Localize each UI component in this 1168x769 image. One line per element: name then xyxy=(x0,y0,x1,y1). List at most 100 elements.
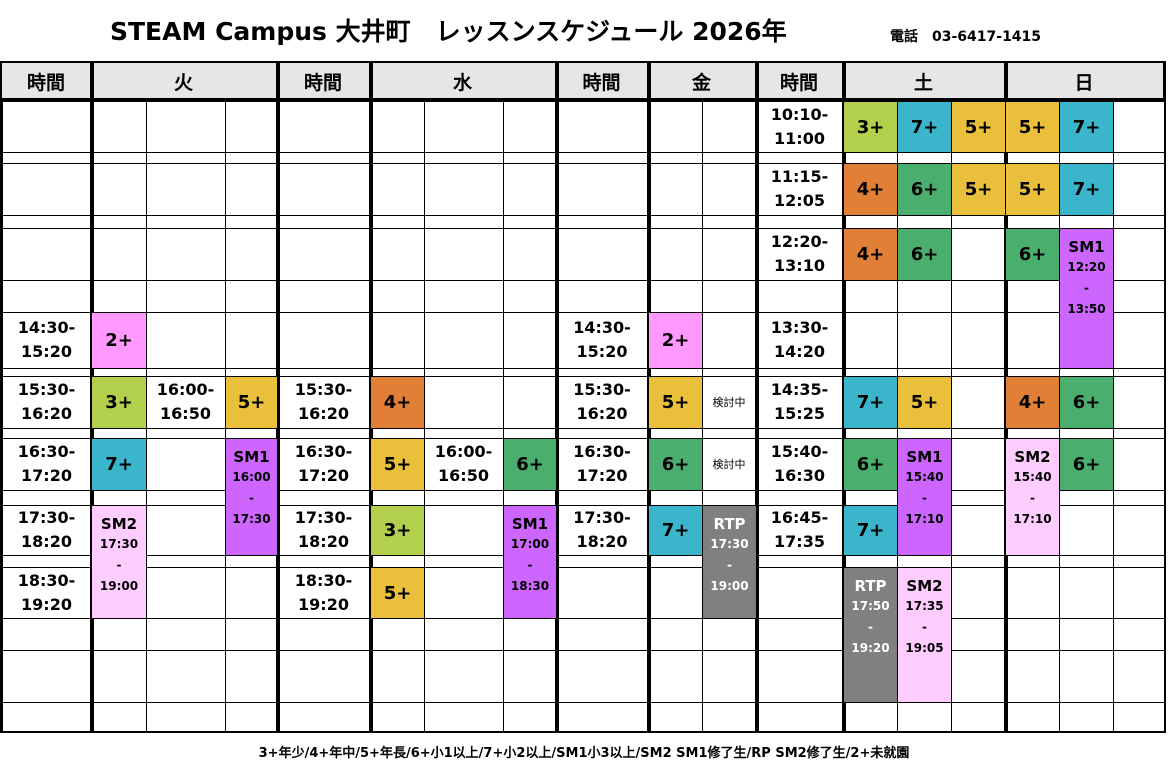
lesson-time: - xyxy=(1030,491,1035,505)
lesson-block-7plus[interactable]: 7+ xyxy=(91,438,147,491)
lesson-block-3plus[interactable]: 3+ xyxy=(843,101,898,153)
time-text: 18:20 xyxy=(576,532,628,551)
lesson-block-7plus[interactable]: 7+ xyxy=(1059,101,1114,153)
grid-cell xyxy=(503,228,557,281)
lesson-block-4plus[interactable]: 4+ xyxy=(843,228,898,281)
time-slot: 16:00-16:50 xyxy=(424,438,503,490)
lesson-block-5plus[interactable]: 5+ xyxy=(370,438,425,491)
lesson-block-7plus[interactable]: 7+ xyxy=(843,376,898,429)
time-text: 18:20 xyxy=(298,532,349,551)
lesson-block-7plus[interactable]: 7+ xyxy=(843,505,898,556)
lesson-block-4plus[interactable]: 4+ xyxy=(1005,376,1060,429)
lesson-label: 2+ xyxy=(661,330,690,351)
lesson-block-3plus[interactable]: 3+ xyxy=(91,376,147,429)
time-text: 17:20 xyxy=(21,466,72,485)
grid-cell xyxy=(756,490,844,506)
lesson-block-6plus[interactable]: 6+ xyxy=(1059,376,1114,429)
grid-cell xyxy=(503,312,557,369)
grid-cell xyxy=(1059,702,1114,732)
lesson-block-5plus[interactable]: 5+ xyxy=(1005,163,1060,216)
grid-cell xyxy=(370,490,425,506)
grid-cell xyxy=(951,650,1006,703)
time-slot: 14:30-15:20 xyxy=(2,312,91,368)
lesson-block-6plus[interactable]: 6+ xyxy=(1059,438,1114,491)
grid-cell xyxy=(1059,650,1114,703)
pending-note: 検討中 xyxy=(712,396,746,409)
lesson-label: 5+ xyxy=(910,392,939,413)
lesson-block-4plus[interactable]: 4+ xyxy=(843,163,898,216)
grid-cell xyxy=(424,228,504,281)
grid-cell xyxy=(756,280,844,313)
lesson-block-5plus[interactable]: 5+ xyxy=(370,567,425,619)
lesson-block-3plus[interactable]: 3+ xyxy=(370,505,425,556)
lesson-time: - xyxy=(868,620,873,634)
grid-cell xyxy=(2,650,92,703)
grid-cell xyxy=(146,650,226,703)
grid-cell xyxy=(702,101,757,153)
time-text: 16:30- xyxy=(17,442,76,461)
grid-cell xyxy=(91,163,147,216)
lesson-label: 6+ xyxy=(661,454,690,475)
grid-cell xyxy=(702,490,757,506)
grid-cell xyxy=(91,280,147,313)
lesson-block-5plus[interactable]: 5+ xyxy=(648,376,703,429)
grid-cell xyxy=(2,215,92,229)
grid-cell xyxy=(1113,280,1165,313)
lesson-block-4plus[interactable]: 4+ xyxy=(370,376,425,429)
lesson-block-7plus[interactable]: 7+ xyxy=(1059,163,1114,216)
lesson-block-7plus[interactable]: 7+ xyxy=(897,101,952,153)
lesson-block-5plus[interactable]: 5+ xyxy=(897,376,952,429)
grid-cell xyxy=(843,702,898,732)
time-slot: 16:30-17:20 xyxy=(556,438,648,490)
time-text: 18:30- xyxy=(294,570,353,590)
lesson-block-5plus[interactable]: 5+ xyxy=(1005,101,1060,153)
lesson-block-6plus[interactable]: 6+ xyxy=(897,228,952,281)
lesson-block-7plus[interactable]: 7+ xyxy=(648,505,703,556)
grid-cell xyxy=(1005,567,1060,619)
grid-cell xyxy=(843,312,898,369)
lesson-label: 6+ xyxy=(856,454,885,475)
time-text: 17:30- xyxy=(573,508,631,527)
lesson-label: 5+ xyxy=(661,392,690,413)
grid-cell xyxy=(370,650,425,703)
time-text: 11:15- xyxy=(770,167,829,186)
time-slot: 15:30-16:20 xyxy=(2,376,91,428)
lesson-block-6plus[interactable]: 6+ xyxy=(897,163,952,216)
grid-cell xyxy=(225,163,278,216)
time-text: 14:20 xyxy=(774,342,825,361)
lesson-label: 7+ xyxy=(856,520,885,541)
time-text: 15:30- xyxy=(294,380,353,399)
grid-cell xyxy=(91,650,147,703)
grid-cell xyxy=(146,215,226,229)
grid-cell xyxy=(843,280,898,313)
grid-cell xyxy=(146,702,226,732)
lesson-block-2plus[interactable]: 2+ xyxy=(91,312,147,369)
grid-cell xyxy=(1059,490,1114,506)
lesson-block-5plus[interactable]: 5+ xyxy=(951,163,1006,216)
grid-cell xyxy=(951,438,1006,491)
grid-cell xyxy=(648,280,703,313)
lesson-block-5plus[interactable]: 5+ xyxy=(225,376,278,429)
lesson-block-5plus[interactable]: 5+ xyxy=(951,101,1006,153)
lesson-block-6plus[interactable]: 6+ xyxy=(843,438,898,491)
lesson-block-6plus[interactable]: 6+ xyxy=(503,438,557,491)
time-slot: 18:30-19:20 xyxy=(2,567,91,618)
grid-cell xyxy=(556,101,649,153)
grid-cell xyxy=(277,438,371,491)
grid-cell xyxy=(648,702,703,732)
grid-cell xyxy=(91,490,147,506)
lesson-block-2plus[interactable]: 2+ xyxy=(648,312,703,369)
lesson-block-6plus[interactable]: 6+ xyxy=(1005,228,1060,281)
time-slot: 16:00-16:50 xyxy=(146,376,225,428)
grid-cell xyxy=(1113,163,1165,216)
lesson-block-6plus[interactable]: 6+ xyxy=(648,438,703,491)
